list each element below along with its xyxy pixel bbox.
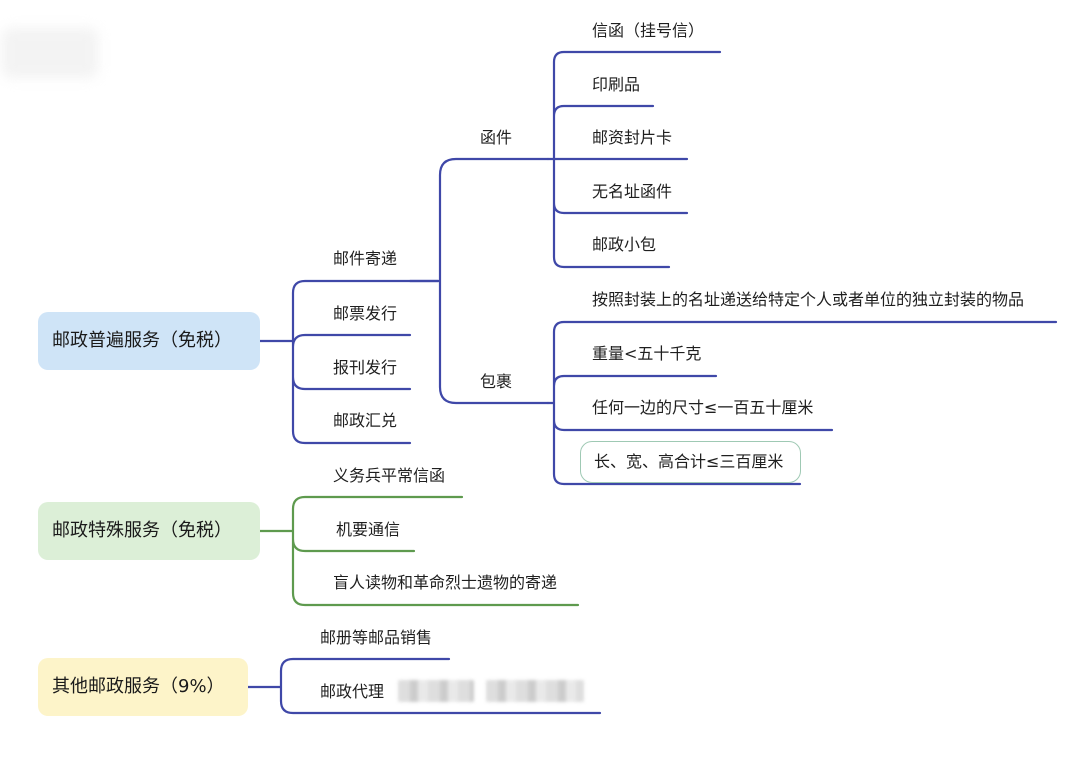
highlight-box: [580, 441, 801, 483]
node-other-item: 邮政代理: [320, 682, 385, 701]
node-letter-item: 印刷品: [592, 75, 641, 94]
root-other-service: 其他邮政服务（9%）: [38, 658, 248, 716]
node-letters: 函件: [480, 128, 513, 147]
node-remittance: 邮政汇兑: [333, 411, 398, 430]
blurred-text: [398, 680, 474, 702]
node-periodicals: 报刊发行: [333, 358, 398, 377]
node-stamps: 邮票发行: [333, 304, 398, 323]
edge-parcels: [546, 320, 1058, 486]
node-letter-item: 邮政小包: [592, 235, 657, 254]
edge-letters: [546, 50, 722, 269]
node-special-item: 盲人读物和革命烈士遗物的寄递: [333, 573, 558, 592]
node-parcel-item: 任何一边的尺寸≤一百五十厘米: [592, 398, 814, 417]
node-mail-delivery: 邮件寄递: [333, 249, 398, 268]
node-letter-item: 邮资封片卡: [592, 128, 673, 147]
node-parcels: 包裹: [480, 372, 513, 391]
node-parcel-item-highlighted: 长、宽、高合计≤三百厘米: [594, 452, 784, 471]
node-letter-item: 信函（挂号信）: [592, 21, 705, 40]
node-other-item: 邮册等邮品销售: [320, 628, 433, 647]
node-letter-item: 无名址函件: [592, 182, 673, 201]
blurred-region: [2, 28, 98, 78]
root-special-service: 邮政特殊服务（免税）: [38, 502, 260, 560]
node-special-item: 义务兵平常信函: [333, 466, 446, 485]
node-parcel-item: 按照封装上的名址递送给特定个人或者单位的独立封装的物品: [592, 290, 1025, 309]
root-universal-service: 邮政普遍服务（免税）: [38, 312, 260, 370]
edge-mail-delivery: [408, 157, 550, 405]
blurred-text: [486, 680, 584, 702]
edge-other-root: [246, 657, 602, 715]
node-parcel-item: 重量<五十千克: [592, 344, 702, 363]
edge-special-root: [258, 495, 580, 607]
node-special-item: 机要通信: [336, 520, 401, 539]
edge-universal-root: [258, 279, 440, 445]
